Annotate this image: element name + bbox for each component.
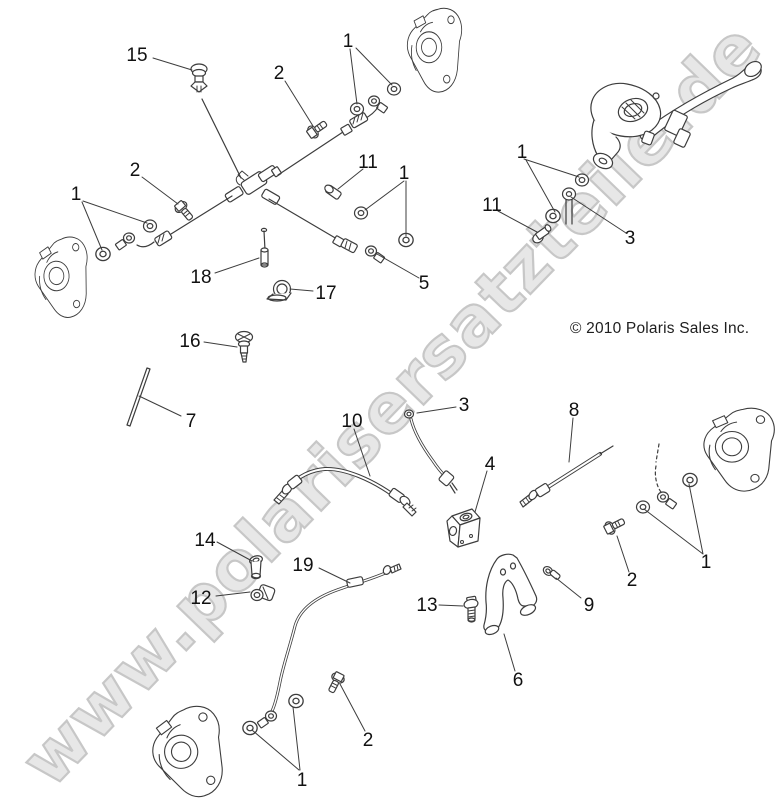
front-right-brake-hose xyxy=(340,95,389,136)
spacer-14 xyxy=(249,555,263,580)
bolt-2-bottom xyxy=(324,669,347,696)
front-left-caliper xyxy=(31,234,93,322)
pin-18 xyxy=(260,227,269,268)
clamp-12 xyxy=(250,584,276,602)
clamp-17 xyxy=(266,279,292,302)
bolt-2-right xyxy=(601,514,628,537)
callout-3: 3 xyxy=(625,228,636,249)
callout-13: 13 xyxy=(416,595,437,616)
brake-hose-8 xyxy=(519,445,614,508)
brake-hose-3 xyxy=(403,409,458,494)
front-left-brake-hose xyxy=(114,230,173,251)
callout-19: 19 xyxy=(292,555,313,576)
brake-line-5 xyxy=(332,235,386,264)
screw-9 xyxy=(542,565,561,580)
callout-18: 18 xyxy=(190,267,211,288)
brake-hose-10 xyxy=(273,466,417,517)
fitting-11 xyxy=(324,184,342,200)
brake-line-3-upper-end xyxy=(561,187,577,225)
valve-16 xyxy=(234,330,254,363)
callout-7: 7 xyxy=(186,411,197,432)
push-rivet-15 xyxy=(190,63,208,93)
callout-1: 1 xyxy=(71,184,82,205)
copyright-notice: © 2010 Polaris Sales Inc. xyxy=(570,320,750,337)
sealing-washers xyxy=(95,82,698,736)
bolt-13 xyxy=(463,595,479,623)
callout-10: 10 xyxy=(341,411,362,432)
callout-12: 12 xyxy=(190,588,211,609)
callout-1: 1 xyxy=(399,163,410,184)
callout-1: 1 xyxy=(343,31,354,52)
mounting-bracket-6 xyxy=(483,553,538,636)
callout-2: 2 xyxy=(274,63,285,84)
front-right-caliper xyxy=(406,7,463,93)
junction-block-4 xyxy=(446,508,481,548)
rear-right-hose-stub xyxy=(654,443,678,510)
master-cylinder xyxy=(590,60,762,170)
callout-2: 2 xyxy=(363,730,374,751)
callout-17: 17 xyxy=(315,283,336,304)
callout-4: 4 xyxy=(485,454,496,475)
rear-right-caliper xyxy=(703,407,775,492)
rear-left-caliper xyxy=(144,701,234,806)
callout-8: 8 xyxy=(569,400,580,421)
callout-1: 1 xyxy=(297,770,308,791)
callout-3: 3 xyxy=(459,395,470,416)
tee-union-fitting xyxy=(224,165,282,205)
callout-5: 5 xyxy=(419,273,430,294)
rod-7 xyxy=(126,367,151,427)
callout-15: 15 xyxy=(126,45,147,66)
callout-14: 14 xyxy=(194,530,216,551)
callout-2: 2 xyxy=(627,570,638,591)
bolt-2-top xyxy=(304,117,331,141)
banjo-bolt-11 xyxy=(532,224,552,244)
callout-11: 11 xyxy=(358,152,378,173)
callout-16: 16 xyxy=(179,331,200,352)
brake-pipe-lines xyxy=(170,98,347,240)
leader-lines xyxy=(81,47,704,771)
brake-hose-19 xyxy=(256,563,402,729)
callout-11: 11 xyxy=(482,195,502,216)
callout-6: 6 xyxy=(513,670,524,691)
callout-2: 2 xyxy=(130,160,141,181)
callout-9: 9 xyxy=(584,595,595,616)
callout-1: 1 xyxy=(517,142,528,163)
callout-1: 1 xyxy=(701,552,712,573)
